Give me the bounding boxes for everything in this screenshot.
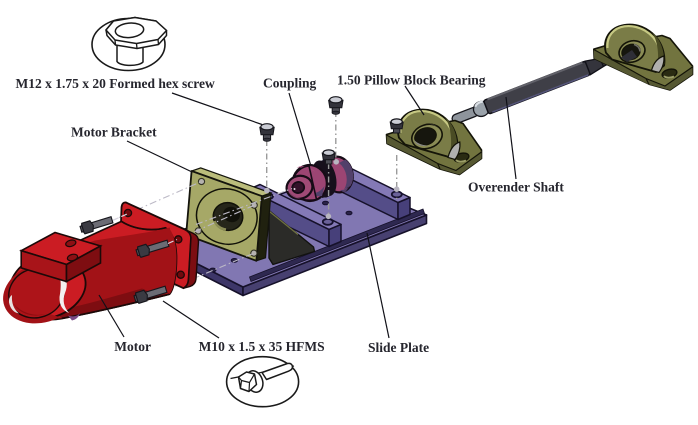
svg-text:Motor: Motor xyxy=(114,339,151,354)
svg-text:Motor Bracket: Motor Bracket xyxy=(71,125,157,140)
svg-text:M10 x 1.5 x 35 HFMS: M10 x 1.5 x 35 HFMS xyxy=(199,339,325,354)
svg-text:Coupling: Coupling xyxy=(263,76,317,91)
svg-text:1.50 Pillow Block Bearing: 1.50 Pillow Block Bearing xyxy=(337,73,486,88)
svg-text:Overender Shaft: Overender Shaft xyxy=(468,180,564,195)
svg-text:Slide Plate: Slide Plate xyxy=(368,340,429,355)
svg-text:M12 x 1.75 x 20 Formed hex scr: M12 x 1.75 x 20 Formed hex screw xyxy=(16,76,215,91)
